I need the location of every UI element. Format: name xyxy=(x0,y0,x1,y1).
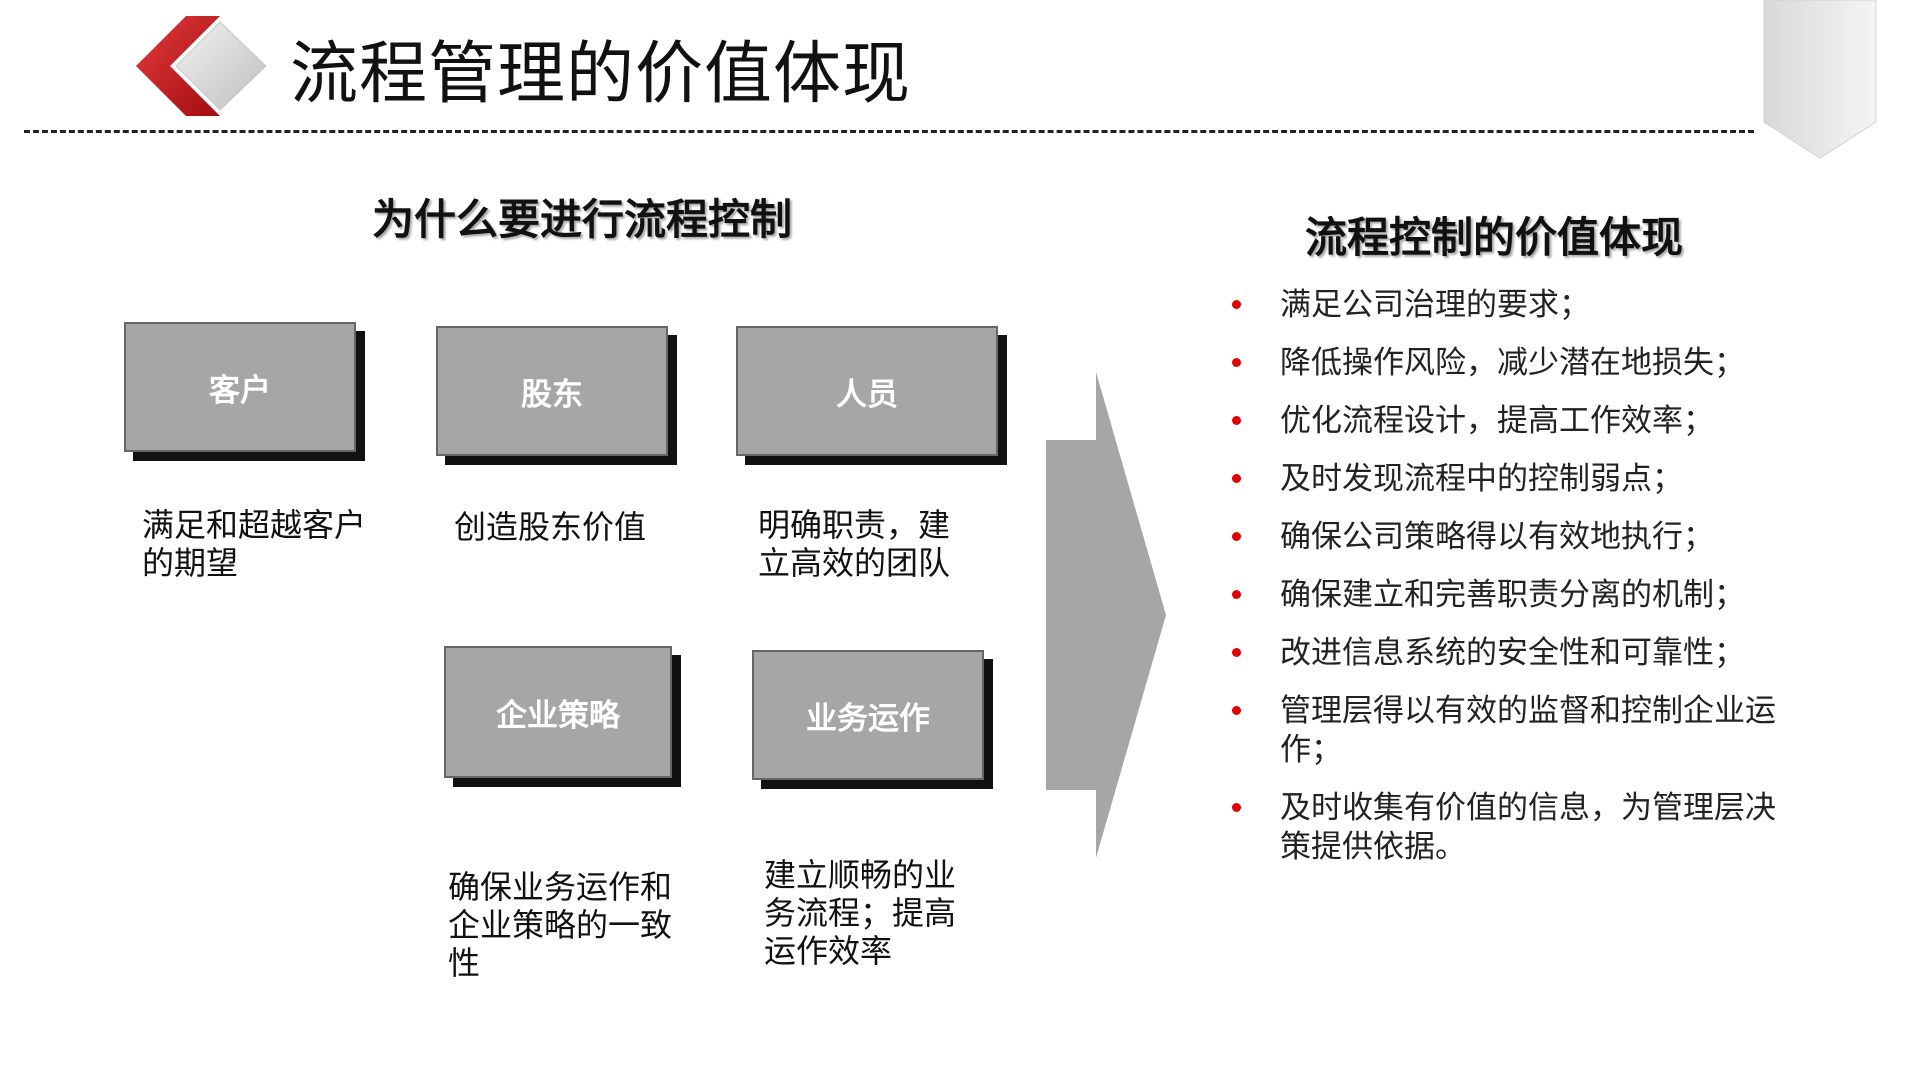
list-item-text: 及时收集有价值的信息，为管理层决策提供依据。 xyxy=(1280,790,1776,865)
right-chevron-arrow-icon xyxy=(1046,372,1166,858)
left-section-heading: 为什么要进行流程控制 xyxy=(372,195,793,244)
red-diamond-logo-icon xyxy=(136,16,267,116)
list-item: 优化流程设计，提高工作效率； xyxy=(1228,402,1788,441)
list-item-text: 改进信息系统的安全性和可靠性； xyxy=(1280,635,1745,671)
list-item: 及时收集有价值的信息，为管理层决策提供依据。 xyxy=(1228,789,1788,867)
operation-box: 业务运作 xyxy=(752,650,984,780)
list-item: 及时发现流程中的控制弱点； xyxy=(1228,460,1788,499)
customer-box: 客户 xyxy=(124,322,356,452)
list-item: 满足公司治理的要求； xyxy=(1228,286,1788,325)
bullet-icon xyxy=(1232,300,1241,309)
list-item-text: 确保建立和完善职责分离的机制； xyxy=(1280,577,1745,613)
page-title: 流程管理的价值体现 xyxy=(290,35,912,114)
list-item: 确保公司策略得以有效地执行； xyxy=(1228,518,1788,557)
bullet-icon xyxy=(1232,706,1241,715)
list-item-text: 管理层得以有效的监督和控制企业运作； xyxy=(1280,693,1776,768)
people-box-label: 人员 xyxy=(836,376,898,413)
bullet-icon xyxy=(1232,358,1241,367)
bullet-icon xyxy=(1232,474,1241,483)
right-section-heading: 流程控制的价值体现 xyxy=(1305,213,1684,262)
bullet-icon xyxy=(1232,803,1241,812)
shareholder-box: 股东 xyxy=(436,326,668,456)
value-list: 满足公司治理的要求； 降低操作风险，减少潜在地损失； 优化流程设计，提高工作效率… xyxy=(1228,286,1788,886)
bullet-icon xyxy=(1232,648,1241,657)
list-item-text: 降低操作风险，减少潜在地损失； xyxy=(1280,345,1745,381)
bullet-icon xyxy=(1232,590,1241,599)
list-item-text: 确保公司策略得以有效地执行； xyxy=(1280,519,1714,555)
list-item: 降低操作风险，减少潜在地损失； xyxy=(1228,344,1788,383)
list-item: 确保建立和完善职责分离的机制； xyxy=(1228,576,1788,615)
list-item-text: 及时发现流程中的控制弱点； xyxy=(1280,461,1683,497)
people-description: 明确职责，建立高效的团队 xyxy=(758,506,951,582)
title-divider xyxy=(24,130,1754,133)
bullet-icon xyxy=(1232,532,1241,541)
list-item-text: 优化流程设计，提高工作效率； xyxy=(1280,403,1714,439)
strategy-box-label: 企业策略 xyxy=(496,697,620,734)
strategy-description: 确保业务运作和企业策略的一致性 xyxy=(448,868,673,982)
corner-bookmark-icon xyxy=(1763,0,1877,159)
shareholder-description: 创造股东价值 xyxy=(454,508,647,546)
list-item: 管理层得以有效的监督和控制企业运作； xyxy=(1228,692,1788,770)
strategy-box: 企业策略 xyxy=(444,646,672,778)
bullet-icon xyxy=(1232,416,1241,425)
operation-box-label: 业务运作 xyxy=(806,700,930,737)
people-box: 人员 xyxy=(736,326,998,456)
list-item-text: 满足公司治理的要求； xyxy=(1280,287,1590,323)
list-item: 改进信息系统的安全性和可靠性； xyxy=(1228,634,1788,673)
operation-description: 建立顺畅的业务流程；提高运作效率 xyxy=(764,856,957,970)
customer-description: 满足和超越客户的期望 xyxy=(142,506,367,582)
shareholder-box-label: 股东 xyxy=(521,376,583,413)
customer-box-label: 客户 xyxy=(209,372,271,409)
